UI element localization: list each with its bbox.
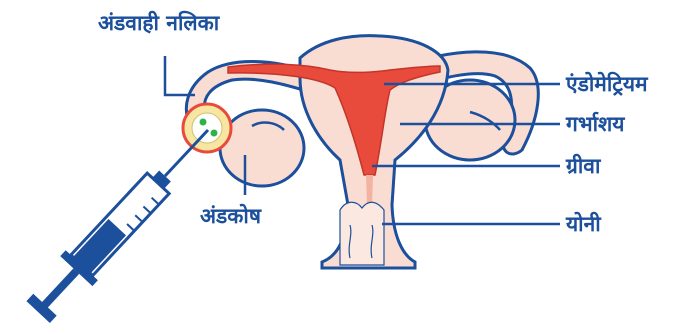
egg-cell: [183, 104, 231, 152]
label-ovary: अंडकोष: [200, 203, 262, 228]
label-fallopian-tube: अंडवाही नलिका: [98, 10, 221, 35]
label-uterus: गर्भाशय: [565, 111, 625, 136]
syringe-icon: [22, 130, 208, 327]
vaginal-canal: [340, 202, 384, 265]
label-cervix: ग्रीवा: [565, 153, 602, 178]
cervical-canal: [366, 175, 373, 205]
label-vagina: योनी: [565, 211, 602, 236]
label-endometrium: एंडोमेट्रियम: [565, 71, 649, 96]
